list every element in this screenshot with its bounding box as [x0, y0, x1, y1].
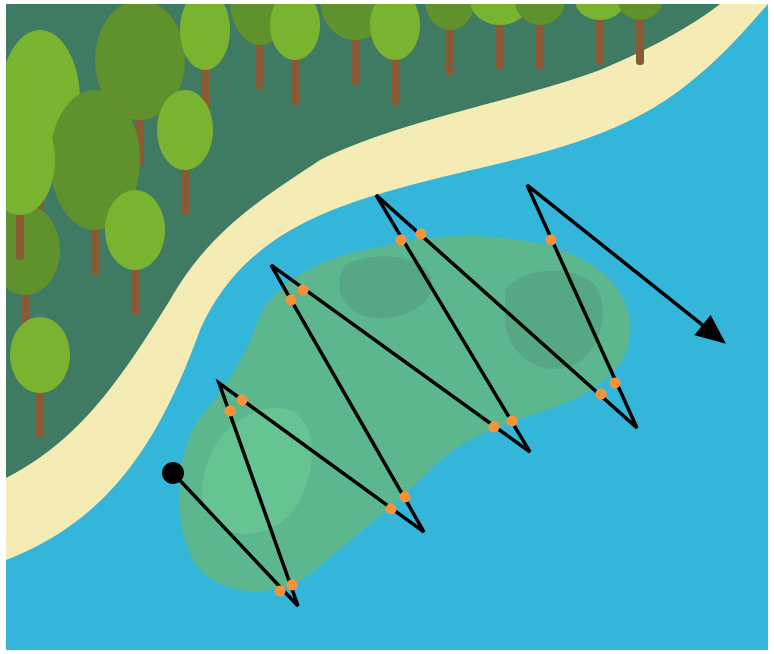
- tree-crown: [10, 317, 70, 393]
- survey-point-icon: [225, 406, 236, 417]
- survey-point-icon: [287, 580, 298, 591]
- survey-point-icon: [596, 389, 607, 400]
- survey-point-icon: [400, 492, 411, 503]
- survey-point-icon: [275, 586, 286, 597]
- survey-point-icon: [610, 378, 621, 389]
- survey-point-icon: [396, 235, 407, 246]
- survey-point-icon: [546, 235, 557, 246]
- tree-crown: [157, 90, 213, 170]
- survey-point-icon: [507, 416, 518, 427]
- survey-point-icon: [298, 285, 309, 296]
- survey-point-icon: [386, 504, 397, 515]
- survey-point-icon: [416, 229, 427, 240]
- survey-point-icon: [489, 422, 500, 433]
- survey-point-icon: [286, 295, 297, 306]
- start-point-icon: [162, 462, 184, 484]
- tree-crown: [105, 190, 165, 270]
- survey-point-icon: [237, 395, 248, 406]
